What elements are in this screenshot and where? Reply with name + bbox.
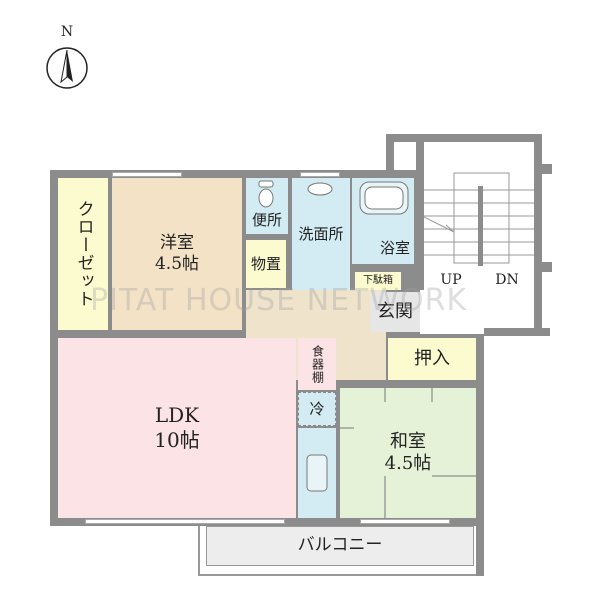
window	[85, 519, 285, 524]
shoe-cabinet: 下駄箱	[355, 272, 401, 290]
room-ldk: LDK 10帖	[58, 338, 296, 518]
stairs-up-label: UP	[440, 272, 462, 289]
dish-cabinet-label: 食器棚	[310, 344, 325, 384]
kitchen-counter	[298, 428, 336, 518]
wall	[540, 164, 552, 174]
room-closet: クローゼット	[58, 178, 108, 330]
room-storage: 物置	[246, 240, 286, 288]
balcony-label: バルコニー	[206, 526, 474, 566]
compass-label: N	[60, 24, 74, 41]
toilet-icon	[258, 180, 274, 208]
balcony: バルコニー	[198, 526, 484, 576]
wall	[484, 328, 550, 336]
stair-landing	[420, 290, 480, 334]
dish-cabinet: 食器棚	[298, 338, 336, 390]
wall	[476, 526, 484, 576]
watermark: PITAT HOUSE NETWORK	[90, 283, 468, 318]
stair-nook	[394, 142, 416, 170]
room-oshiire: 押入	[388, 338, 476, 380]
room-western: 洋室 4.5帖	[112, 178, 242, 330]
bathtub-icon	[359, 181, 409, 215]
meter-box	[488, 336, 520, 378]
tatami-lines	[340, 388, 476, 518]
window	[360, 519, 450, 524]
room-japanese: 和室 4.5帖	[340, 388, 476, 518]
room-washroom: 洗面所	[292, 178, 350, 290]
wall	[540, 262, 552, 272]
window	[300, 172, 340, 177]
sink-icon	[307, 182, 333, 196]
north-arrow-icon	[46, 47, 88, 89]
window	[112, 172, 182, 177]
entrance: 玄関	[370, 292, 420, 332]
stairs-down-label: DN	[495, 272, 519, 289]
fridge: 冷	[298, 392, 336, 426]
stairs-icon	[424, 172, 534, 266]
stove-icon	[306, 454, 328, 492]
closet-label: クローゼット	[73, 200, 94, 308]
